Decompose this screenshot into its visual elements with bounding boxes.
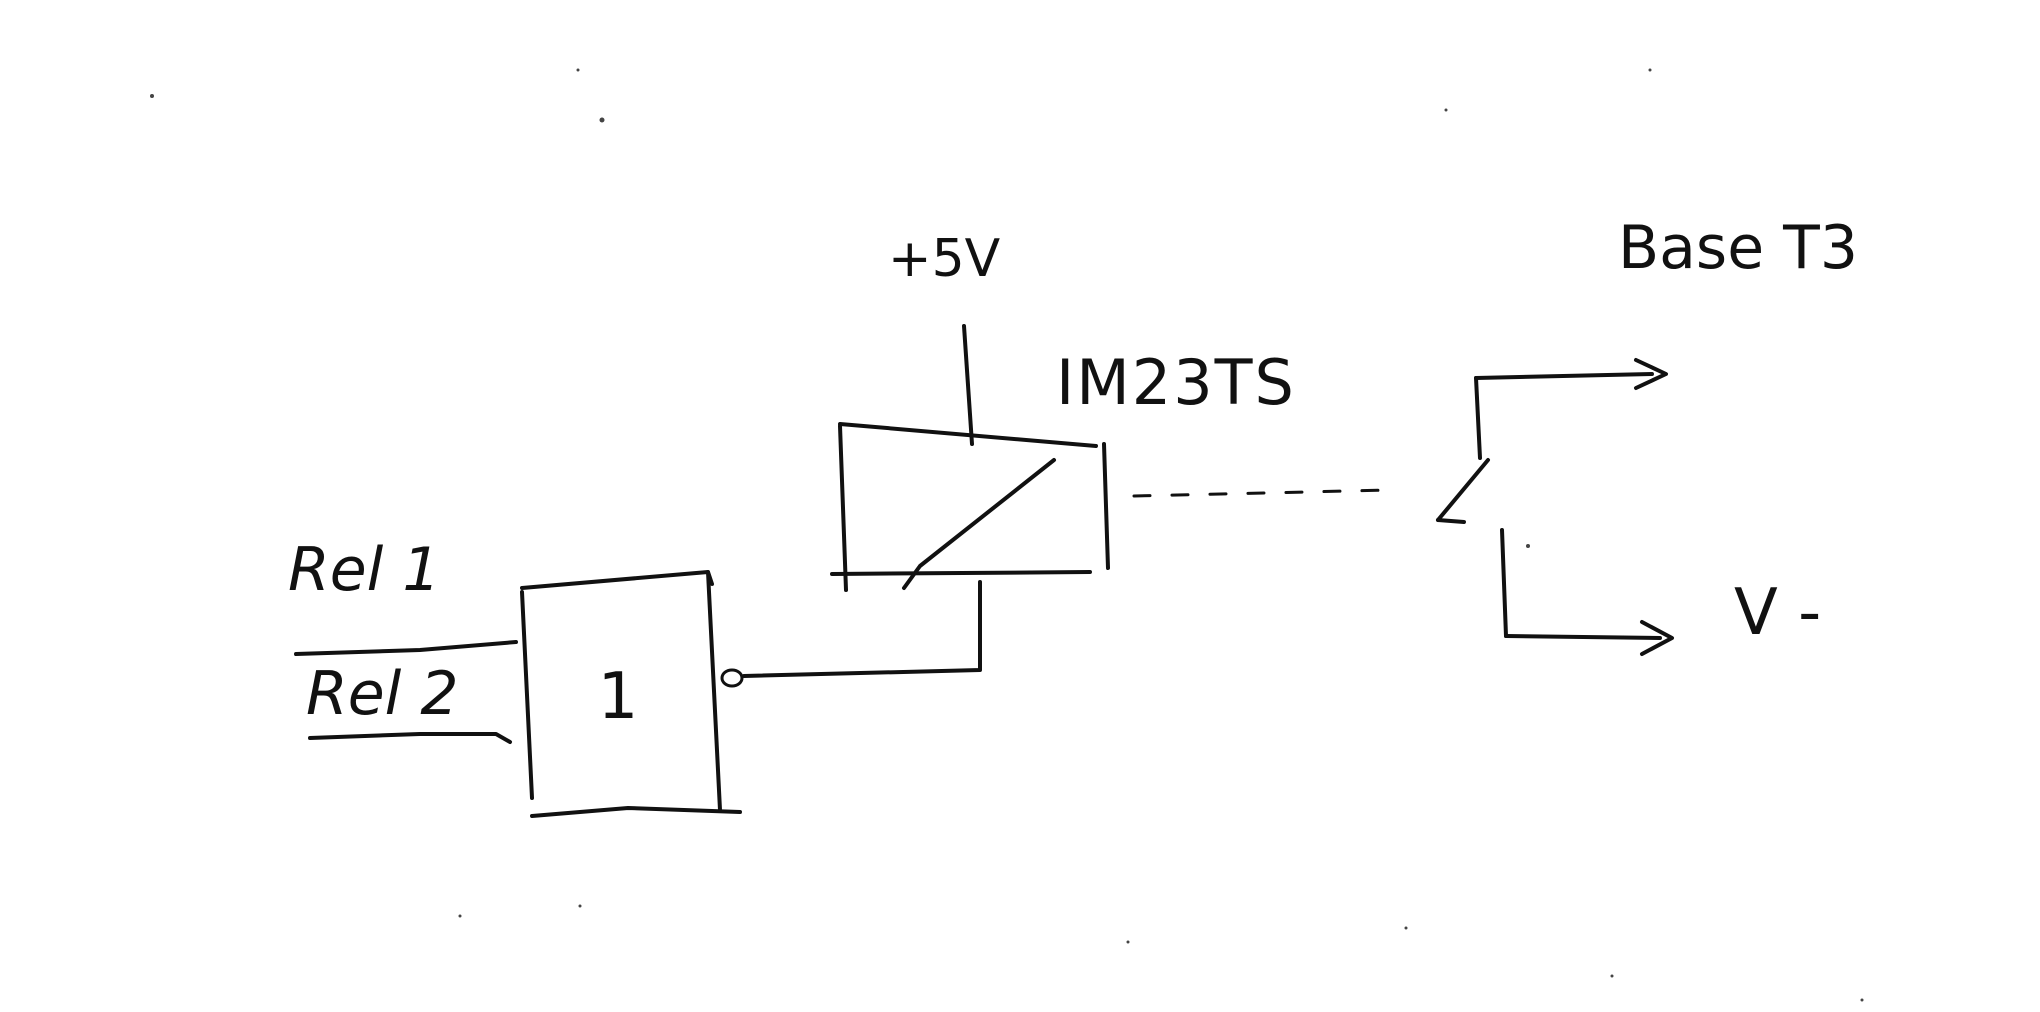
label-output-top: Base T3 xyxy=(1618,213,1858,283)
relay-switch xyxy=(1436,358,1674,656)
or-gate: 1 xyxy=(520,570,744,818)
mechanical-link xyxy=(1132,488,1392,498)
label-supply: +5V xyxy=(888,229,1001,289)
label-relay-part: IM23TS xyxy=(1056,346,1296,419)
gate-to-relay-wire xyxy=(742,580,982,678)
gate-symbol: 1 xyxy=(598,660,639,734)
relay-coil xyxy=(830,422,1110,592)
label-output-bottom: V - xyxy=(1734,576,1821,650)
paper-specks xyxy=(150,68,1864,1002)
label-rel1: Rel 1 xyxy=(288,535,441,605)
supply-wire xyxy=(962,324,974,446)
input-wire-rel2 xyxy=(308,732,512,744)
inverter-bubble xyxy=(720,668,744,688)
input-wire-rel1 xyxy=(294,640,518,656)
label-rel2: Rel 2 xyxy=(306,659,459,729)
